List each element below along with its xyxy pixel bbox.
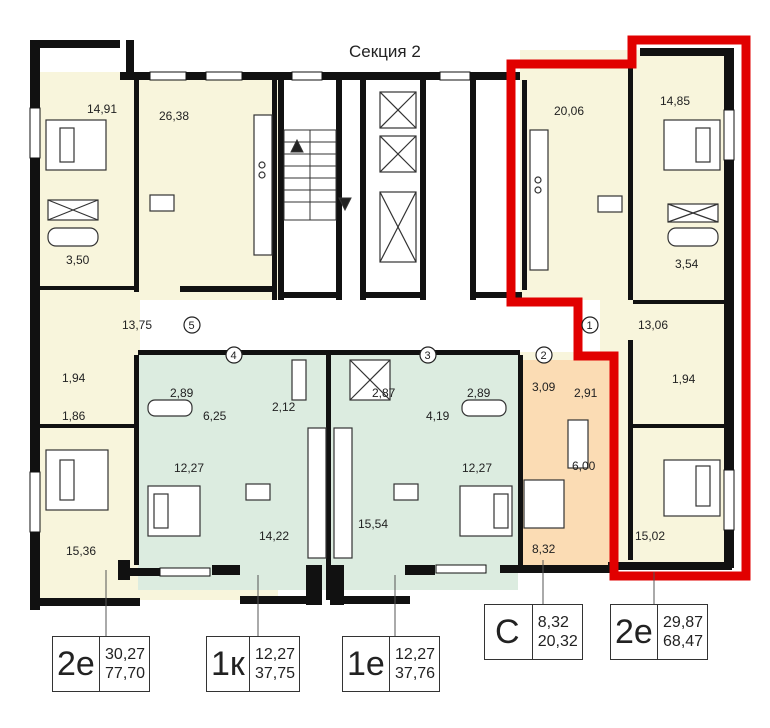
badge-divider bbox=[531, 605, 533, 659]
room-area-label: 14,85 bbox=[660, 94, 690, 108]
badge-leader-lines bbox=[105, 560, 655, 636]
badge-living-area: 30,27 bbox=[105, 646, 146, 663]
badge-total-area: 68,47 bbox=[663, 633, 704, 650]
badge-total-area: 37,76 bbox=[395, 665, 436, 682]
furniture bbox=[45, 114, 721, 559]
room-area-label: 12,27 bbox=[174, 461, 204, 475]
badge-divider bbox=[388, 637, 391, 691]
apartment-number-2: 2 bbox=[541, 350, 547, 362]
badge-living-area: 8,32 bbox=[537, 614, 569, 631]
apartment-number-1: 1 bbox=[587, 320, 593, 332]
room-area-label: 12,27 bbox=[462, 461, 492, 475]
badge-total-area: 77,70 bbox=[105, 665, 146, 682]
badge-type: 1к bbox=[211, 645, 245, 683]
elevator-shafts bbox=[379, 91, 417, 263]
room-area-label: 2,87 bbox=[372, 386, 396, 400]
windows bbox=[29, 71, 735, 577]
apartment-2-fill[interactable] bbox=[518, 360, 614, 565]
room-area-label: 14,91 bbox=[87, 102, 117, 116]
room-area-label: 4,19 bbox=[426, 409, 450, 423]
room-labels: 14,91 26,38 3,50 13,75 1,94 1,86 15,36 2… bbox=[62, 94, 699, 558]
room-area-label: 1,94 bbox=[62, 371, 86, 385]
room-area-label: 15,54 bbox=[358, 517, 388, 531]
staircase bbox=[283, 129, 352, 221]
room-area-label: 2,89 bbox=[467, 386, 491, 400]
badge-living-area: 12,27 bbox=[395, 646, 436, 663]
badge-total-area: 37,75 bbox=[254, 665, 296, 682]
selected-apartment-outline[interactable] bbox=[506, 35, 751, 581]
section-title: Секция 2 bbox=[349, 42, 421, 61]
apartment-badge-1[interactable]: 2е 29,87 68,47 bbox=[610, 604, 709, 660]
badge-divider bbox=[656, 605, 659, 659]
badge-living-area: 12,27 bbox=[254, 646, 296, 663]
apartment-number-markers: 5 4 3 2 1 bbox=[183, 316, 599, 364]
badge-type: 2е bbox=[57, 645, 95, 683]
room-area-label: 1,94 bbox=[672, 372, 696, 386]
room-area-label: 8,32 bbox=[532, 542, 556, 556]
badge-divider bbox=[98, 637, 101, 691]
apartment-badge-5[interactable]: 2е 30,27 77,70 bbox=[52, 636, 151, 692]
apartment-number-4: 4 bbox=[231, 350, 237, 362]
room-area-label: 2,91 bbox=[574, 386, 598, 400]
badge-type: С bbox=[495, 613, 520, 651]
room-area-label: 26,38 bbox=[159, 109, 189, 123]
corridor-fill bbox=[140, 300, 600, 352]
apartment-number-5: 5 bbox=[189, 320, 195, 332]
room-area-label: 13,06 bbox=[638, 318, 668, 332]
room-area-label: 1,86 bbox=[62, 409, 86, 423]
badge-type: 2е bbox=[615, 613, 653, 651]
apartment-badge-2[interactable]: С 8,32 20,32 bbox=[484, 604, 583, 660]
room-area-label: 3,50 bbox=[66, 253, 90, 267]
badge-living-area: 29,87 bbox=[663, 614, 704, 631]
room-area-label: 15,36 bbox=[66, 544, 96, 558]
room-area-label: 6,00 bbox=[572, 459, 596, 473]
room-area-label: 13,75 bbox=[122, 318, 152, 332]
badge-divider bbox=[248, 637, 250, 691]
apartment-badge-4[interactable]: 1к 12,27 37,75 bbox=[206, 636, 301, 692]
room-area-label: 6,25 bbox=[203, 409, 227, 423]
room-area-label: 3,54 bbox=[675, 257, 699, 271]
room-area-label: 20,06 bbox=[554, 104, 584, 118]
room-area-label: 14,22 bbox=[259, 529, 289, 543]
room-area-label: 15,02 bbox=[635, 529, 665, 543]
apartment-number-3: 3 bbox=[425, 350, 431, 362]
badge-total-area: 20,32 bbox=[537, 633, 578, 650]
apartment-badge-3[interactable]: 1е 12,27 37,76 bbox=[342, 636, 441, 692]
room-area-label: 2,89 bbox=[170, 386, 194, 400]
badge-type: 1е bbox=[347, 645, 385, 683]
room-area-label: 3,09 bbox=[532, 380, 556, 394]
room-area-label: 2,12 bbox=[272, 400, 296, 414]
